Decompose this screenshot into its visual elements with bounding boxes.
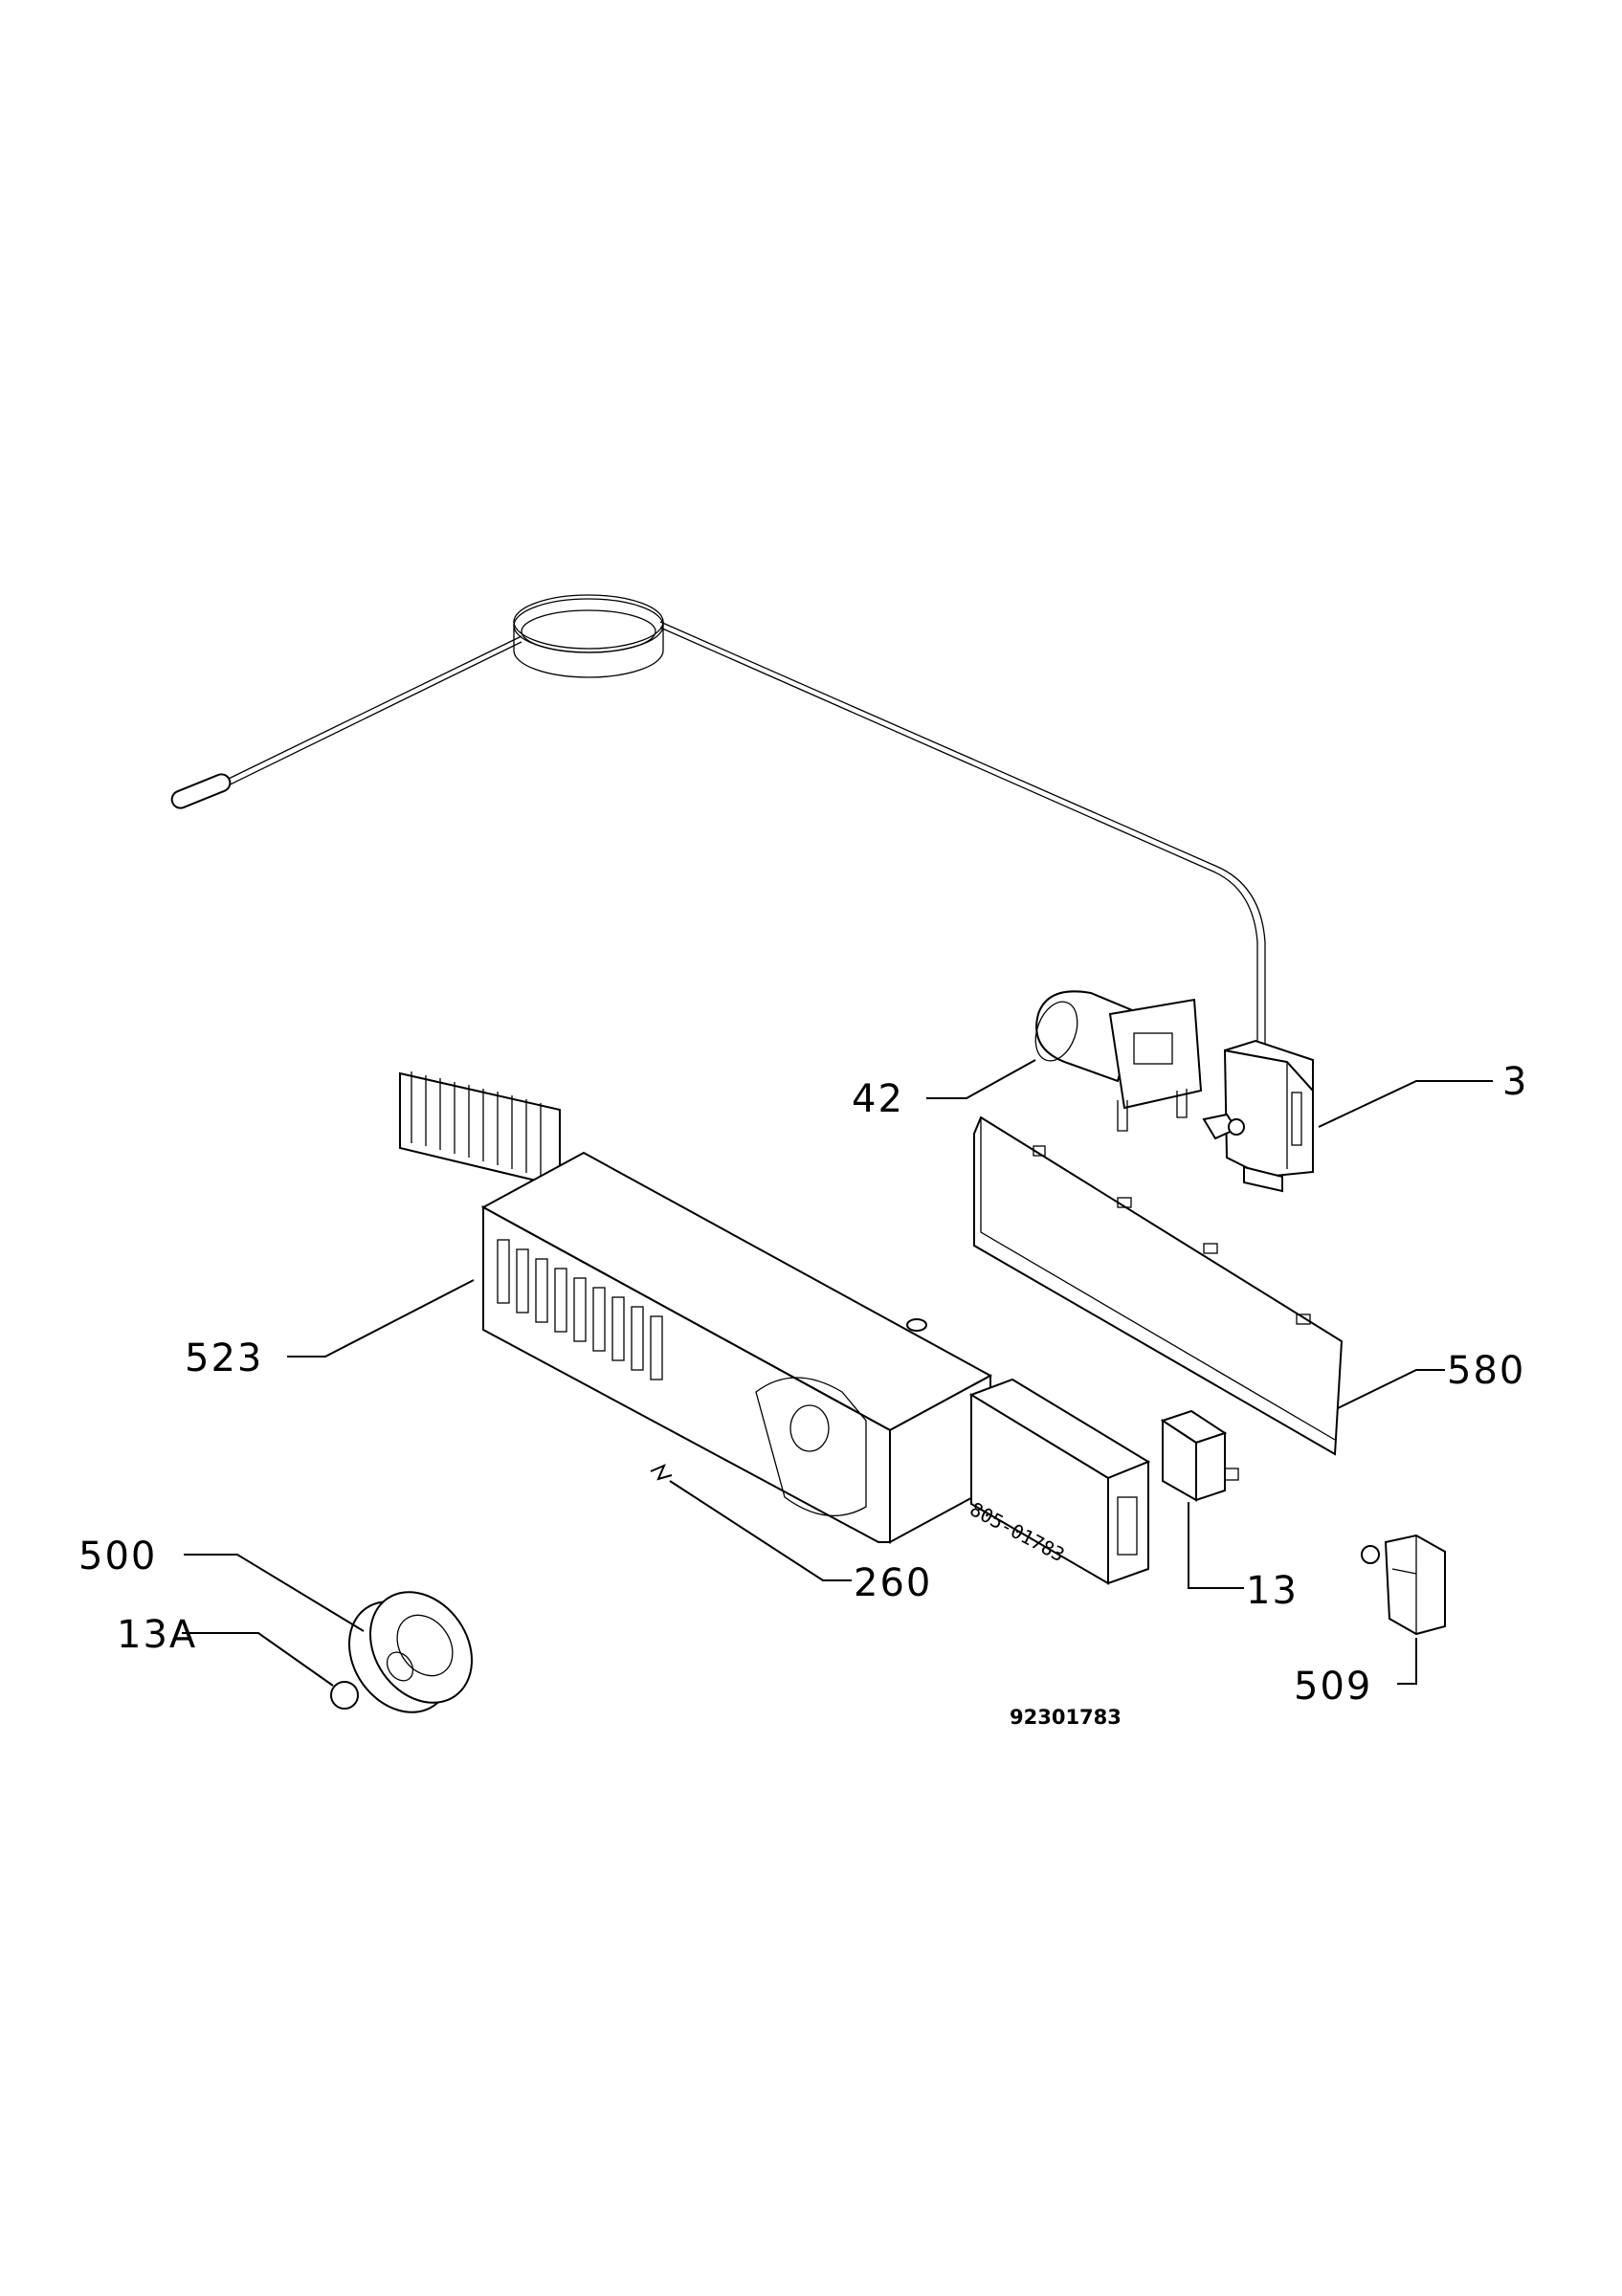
clip-part-509	[1361, 1534, 1446, 1636]
callout-580: 580	[1447, 1349, 1525, 1393]
callout-500: 500	[78, 1534, 157, 1578]
circuit-board-part-580	[973, 1115, 1344, 1456]
callout-523: 523	[185, 1336, 263, 1380]
capillary-tube-left	[200, 635, 522, 793]
clip-part-260	[650, 1464, 673, 1481]
leader-13a	[182, 1632, 334, 1687]
capillary-tube-assembly	[170, 594, 1266, 1062]
document-number: 92301783	[1010, 1706, 1122, 1729]
knob-part-500	[347, 1591, 474, 1713]
leader-500	[184, 1554, 365, 1632]
leader-13	[1188, 1502, 1244, 1589]
leader-260	[669, 1480, 852, 1581]
callout-13a: 13A	[117, 1613, 197, 1657]
switch-part-13	[1160, 1409, 1239, 1502]
capillary-tube-right	[659, 621, 1266, 1062]
control-module: 805-01783	[967, 1378, 1151, 1585]
leader-42	[926, 1059, 1036, 1099]
leader-523	[287, 1279, 475, 1358]
capillary-coil	[513, 594, 664, 678]
callout-260: 260	[854, 1561, 932, 1605]
ball-part-13a	[330, 1681, 359, 1710]
sensor-bulb	[170, 773, 232, 809]
housing-part-523	[399, 1071, 993, 1544]
callout-13: 13	[1246, 1569, 1299, 1613]
callout-3: 3	[1502, 1060, 1528, 1104]
lamp-holder-part-42	[1034, 990, 1203, 1132]
leader-509	[1397, 1638, 1417, 1685]
callout-42: 42	[852, 1077, 904, 1121]
thermostat-part-3	[1202, 1039, 1314, 1193]
callout-509: 509	[1294, 1665, 1372, 1709]
leader-580	[1337, 1369, 1445, 1409]
leader-3	[1318, 1080, 1493, 1128]
